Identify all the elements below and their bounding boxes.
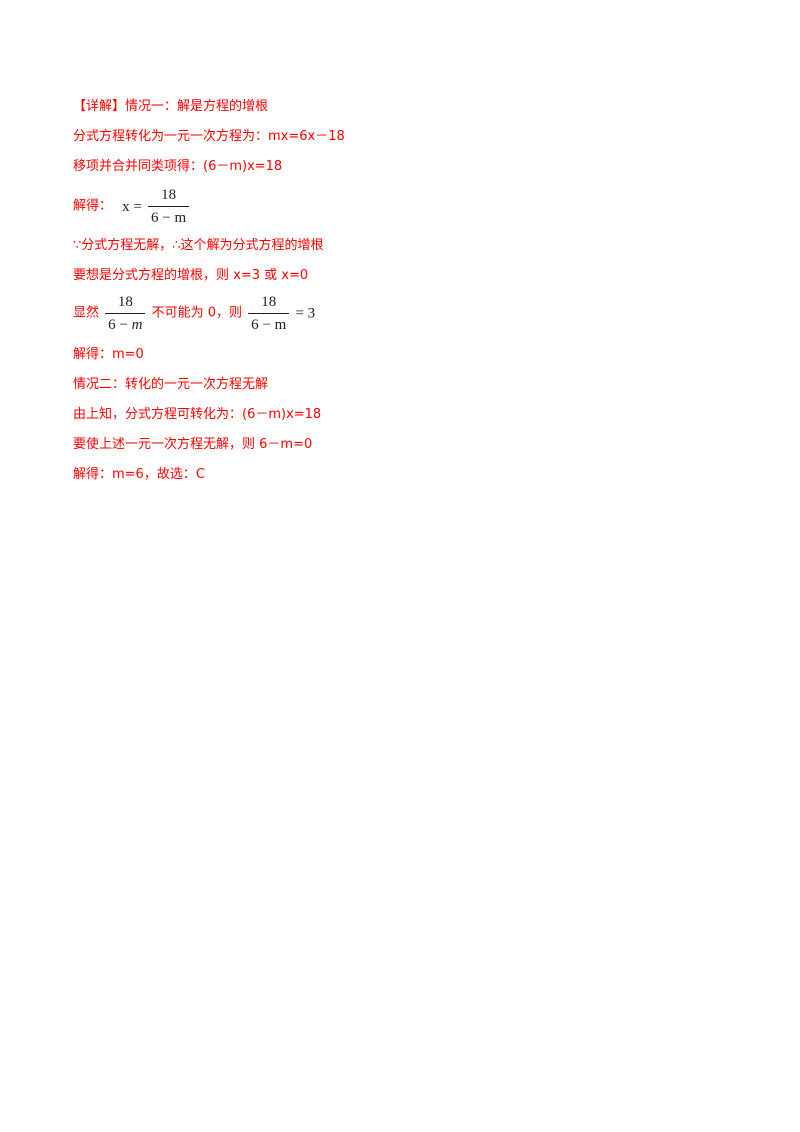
text-line: 要使上述一元一次方程无解，则 6－m=0 xyxy=(73,437,313,452)
answer-line: 解得：m=6，故选：C xyxy=(73,467,205,482)
equation-lhs: x = xyxy=(122,198,142,215)
detail-heading: 【详解】情况一：解是方程的增根 xyxy=(73,99,269,114)
fraction: 18 6 − m xyxy=(148,185,190,228)
fraction-numerator: 18 xyxy=(261,294,277,310)
solution-text: 【详解】情况一：解是方程的增根 分式方程转化为一元一次方程为：mx=6x－18 … xyxy=(73,97,733,485)
fraction: 18 6 − m xyxy=(105,292,146,335)
fraction-denominator: 6 − m xyxy=(248,313,290,335)
text-line: ∵分式方程无解，∴这个解为分式方程的增根 xyxy=(73,238,324,253)
text-line: 解得：m=0 xyxy=(73,347,144,362)
denominator-part: 6 − xyxy=(108,317,132,333)
text-label: 显然 xyxy=(73,305,100,321)
fraction: 18 6 − m xyxy=(248,292,290,335)
equation-line: 显然 18 6 − m 不可能为 0，则 18 6 − m = 3 xyxy=(73,292,733,335)
text-line: 要想是分式方程的增根，则 x=3 或 x=0 xyxy=(73,268,309,283)
denominator-variable: m xyxy=(131,317,143,333)
equation-rhs: = 3 xyxy=(295,305,316,322)
fraction-numerator: 18 xyxy=(117,294,133,310)
text-line: 移项并合并同类项得：(6－m)x=18 xyxy=(73,159,283,174)
equation-line: 解得： x = 18 6 − m xyxy=(73,185,733,228)
fraction-denominator: 6 − m xyxy=(105,313,146,335)
text-label: 解得： xyxy=(73,198,113,214)
text-line: 由上知，分式方程可转化为：(6－m)x=18 xyxy=(73,407,322,422)
fraction-denominator: 6 − m xyxy=(148,206,190,228)
fraction-numerator: 18 xyxy=(161,187,177,203)
text-label: 不可能为 0，则 xyxy=(151,305,243,321)
text-line: 分式方程转化为一元一次方程为：mx=6x－18 xyxy=(73,129,345,144)
text-line: 情况二：转化的一元一次方程无解 xyxy=(73,377,269,392)
